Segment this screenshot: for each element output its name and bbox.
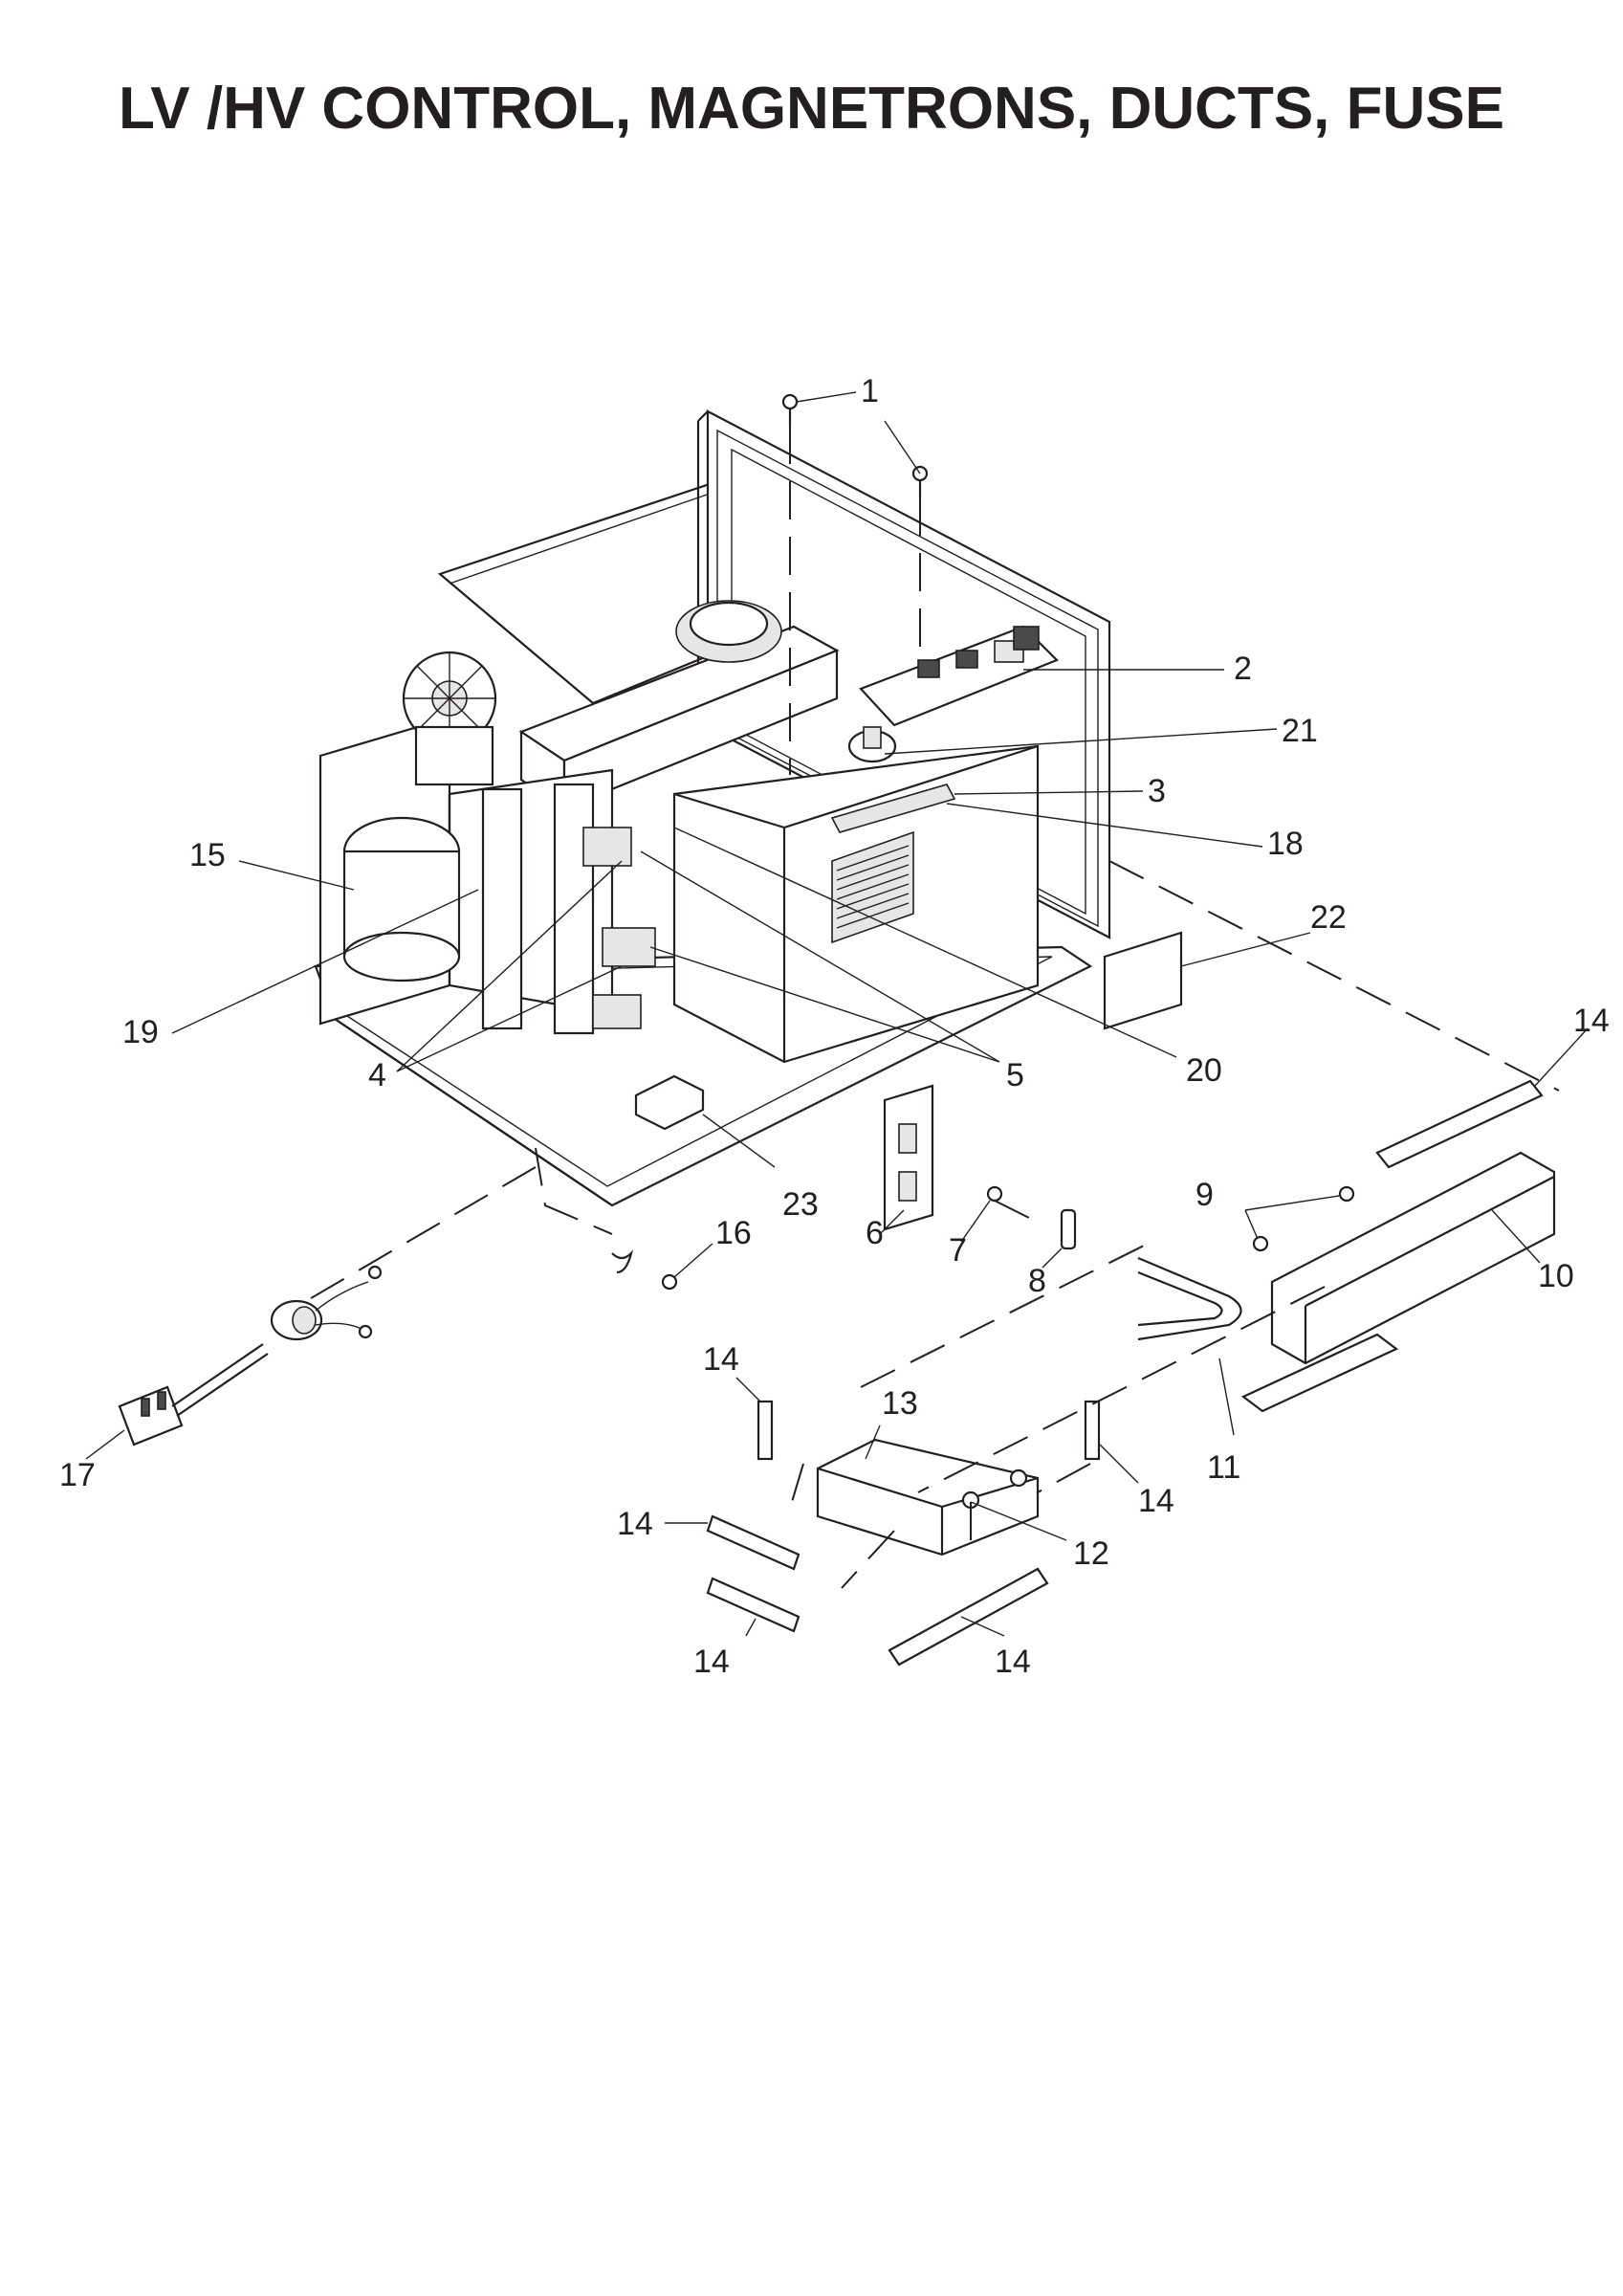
callout-14-bottom-right: 14 (995, 1644, 1031, 1680)
callout-4: 4 (368, 1057, 386, 1093)
callout-3: 3 (1148, 773, 1166, 809)
callout-5: 5 (1006, 1057, 1024, 1093)
part-14-top-right (1375, 1079, 1544, 1169)
part-7 (986, 1185, 1003, 1203)
callout-20: 20 (1186, 1052, 1222, 1089)
callout-14-bottom-left: 14 (693, 1644, 730, 1680)
part-22 (1103, 931, 1183, 1030)
part-14-right-vertical (1084, 1400, 1101, 1461)
callout-14-mid-left: 14 (617, 1506, 653, 1542)
callout-21: 21 (1282, 713, 1318, 749)
screw-1b (911, 465, 929, 497)
part-6 (883, 1084, 934, 1231)
callout-7: 7 (949, 1232, 967, 1269)
part-8 (1060, 1208, 1077, 1250)
part-11 (1137, 1256, 1242, 1341)
part-14-mid-left (706, 1514, 801, 1571)
part-13 (816, 1438, 1040, 1556)
callout-18: 18 (1267, 826, 1304, 862)
callout-13: 13 (882, 1385, 918, 1422)
callout-1: 1 (861, 373, 879, 409)
part-14-left-vertical (757, 1400, 774, 1461)
page-title: LV /HV CONTROL, MAGNETRONS, DUCTS, FUSE (119, 76, 1504, 142)
assembly-lines (305, 426, 1560, 1589)
callout-9: 9 (1195, 1177, 1214, 1213)
callout-14-right-vertical: 14 (1138, 1483, 1174, 1519)
callout-23: 23 (782, 1186, 819, 1223)
callout-12: 12 (1073, 1535, 1109, 1572)
part-10 (1270, 1151, 1556, 1365)
callout-10: 10 (1538, 1258, 1574, 1294)
callout-15: 15 (189, 837, 226, 873)
callout-8: 8 (1028, 1263, 1046, 1299)
part-14-bottom-left (706, 1577, 801, 1633)
oven-chassis (314, 409, 1111, 1207)
callout-11: 11 (1207, 1449, 1240, 1486)
callout-19: 19 (122, 1014, 159, 1050)
callout-6: 6 (866, 1215, 884, 1251)
callout-16: 16 (715, 1215, 752, 1251)
callout-22: 22 (1310, 899, 1347, 936)
leader-lines (85, 391, 1589, 1637)
callout-17: 17 (59, 1457, 96, 1493)
part-14-bottom-right (888, 1567, 1049, 1667)
callout-2: 2 (1234, 651, 1252, 687)
callout-14-left-vertical: 14 (703, 1341, 739, 1378)
callouts: 1 2 3 4 5 6 7 8 9 10 11 12 13 14 14 14 1… (59, 373, 1610, 1680)
part-17-plug (118, 1385, 184, 1446)
loose-parts (118, 393, 1556, 1667)
callout-14-top-right: 14 (1573, 1003, 1610, 1039)
screw-1a (781, 393, 799, 426)
